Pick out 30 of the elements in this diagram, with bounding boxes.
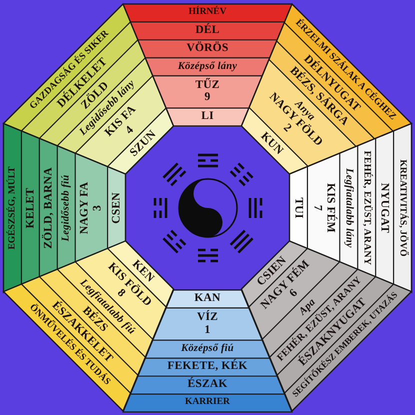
number-label: 2 (280, 121, 294, 134)
number-label: 9 (204, 91, 210, 104)
color-label: FEHÉR, EZÜST, ARANY (361, 150, 372, 265)
element-label: VÍZ (196, 311, 218, 324)
element-label: TŰZ (195, 78, 220, 92)
element-label: KIS FÉM (324, 182, 336, 232)
direction-label: NYUGAT (378, 182, 391, 233)
color-label: ZÖLD, BARNA (42, 166, 55, 248)
family-label: Középső fiú (181, 343, 234, 354)
number-label: 6 (287, 287, 300, 300)
family-label: Legidősebb fiú (60, 174, 72, 241)
direction-label: DÉL (195, 24, 220, 37)
number-label: 3 (91, 204, 104, 210)
element-label: NAGY FA (78, 181, 92, 234)
direction-label: ÉSZAK (187, 378, 228, 391)
number-label: 7 (311, 204, 324, 210)
trigram-label: CSEN (110, 192, 123, 224)
number-label: 1 (204, 324, 210, 336)
family-label: Legfiatalabb lány (343, 168, 354, 248)
trigram-label: LI (201, 110, 214, 123)
aspiration-label: HÍRNÉV (188, 7, 226, 18)
aspiration-label: KARRIER (185, 397, 230, 408)
aspiration-label: EGÉSZSÉG, MÚLT (7, 166, 18, 250)
color-label: FEKETE, KÉK (167, 360, 248, 373)
trigram-label: KAN (194, 292, 221, 305)
direction-label: KELET (24, 187, 37, 228)
color-label: VÖRÖS (186, 42, 228, 55)
aspiration-label: KREATIVITÁS, JÖVŐ (397, 159, 408, 256)
trigram-label: TUI (292, 196, 305, 218)
family-label: Középső lány (178, 60, 238, 72)
